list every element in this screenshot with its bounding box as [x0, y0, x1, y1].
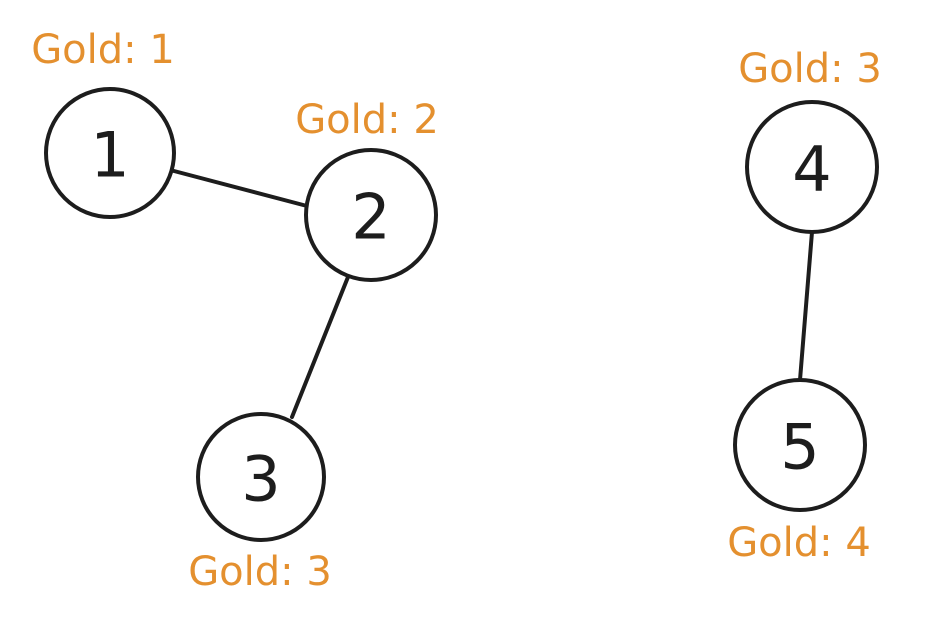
edge-1-2 — [172, 169, 309, 208]
node-1[interactable]: 1 — [44, 87, 176, 219]
node-label-5: 5 — [780, 411, 819, 484]
gold-label-5: Gold: 4 — [727, 520, 871, 566]
node-label-3: 3 — [241, 443, 280, 516]
gold-label-2: Gold: 2 — [295, 97, 439, 143]
gold-label-3: Gold: 3 — [188, 549, 332, 595]
node-circle-5[interactable] — [733, 378, 867, 512]
gold-labels-group: Gold: 1 Gold: 2 Gold: 3 Gold: 3 Gold: 4 — [31, 27, 882, 595]
node-label-4: 4 — [792, 133, 831, 206]
node-3[interactable]: 3 — [196, 412, 326, 542]
node-circle-1[interactable] — [44, 87, 176, 219]
edges-group — [172, 169, 814, 419]
node-4[interactable]: 4 — [745, 100, 879, 234]
node-label-2: 2 — [351, 181, 390, 254]
node-circle-4[interactable] — [745, 100, 879, 234]
node-5[interactable]: 5 — [733, 378, 867, 512]
gold-label-1: Gold: 1 — [31, 27, 175, 73]
edge-2-3 — [290, 275, 350, 419]
gold-label-4: Gold: 3 — [738, 46, 882, 92]
edge-4-5 — [798, 230, 814, 382]
node-2[interactable]: 2 — [304, 148, 438, 282]
node-circle-2[interactable] — [304, 148, 438, 282]
nodes-group: 1 2 3 4 5 — [44, 87, 879, 542]
node-circle-3[interactable] — [196, 412, 326, 542]
node-label-1: 1 — [90, 119, 129, 192]
